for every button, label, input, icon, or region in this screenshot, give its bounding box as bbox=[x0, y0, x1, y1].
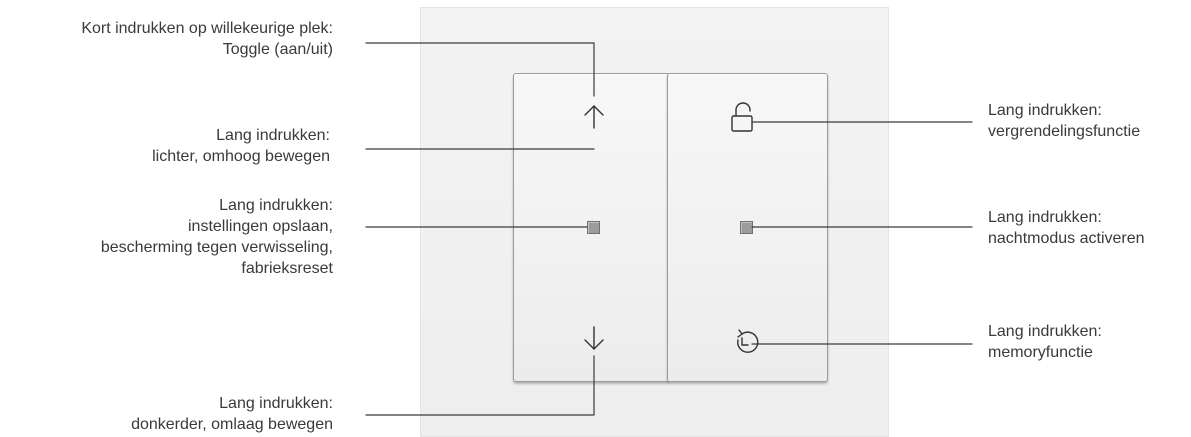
memory-clock-icon bbox=[737, 329, 759, 353]
led-indicator-left bbox=[587, 221, 600, 234]
label-toggle-line-2: Toggle (aan/uit) bbox=[222, 41, 333, 58]
label-night: Lang indrukken: nachtmodus activeren bbox=[988, 207, 1145, 249]
label-save-line-2: instellingen opslaan, bbox=[188, 218, 333, 235]
padlock-icon bbox=[731, 102, 753, 132]
label-down-line-1: Lang indrukken: bbox=[219, 395, 333, 412]
label-up-line-1: Lang indrukken: bbox=[216, 127, 330, 144]
label-lock: Lang indrukken: vergrendelingsfunctie bbox=[988, 100, 1140, 142]
label-save-line-1: Lang indrukken: bbox=[219, 197, 333, 214]
label-lock-line-2: vergrendelingsfunctie bbox=[988, 123, 1141, 140]
label-memory-line-2: memoryfunctie bbox=[988, 344, 1093, 361]
label-up: Lang indrukken: lichter, omhoog bewegen bbox=[152, 125, 330, 167]
label-memory: Lang indrukken: memoryfunctie bbox=[988, 321, 1102, 363]
arrow-down-icon bbox=[584, 326, 604, 350]
label-toggle: Kort indrukken op willekeurige plek: Tog… bbox=[81, 18, 333, 60]
label-lock-line-1: Lang indrukken: bbox=[988, 102, 1102, 119]
label-night-line-1: Lang indrukken: bbox=[988, 209, 1102, 226]
label-memory-line-1: Lang indrukken: bbox=[988, 323, 1102, 340]
label-down-line-2: donkerder, omlaag bewegen bbox=[131, 416, 333, 433]
leader-down bbox=[365, 355, 595, 416]
arrow-up-icon bbox=[584, 105, 604, 129]
label-save-line-3: bescherming tegen verwisseling, bbox=[100, 239, 333, 256]
label-toggle-line-1: Kort indrukken op willekeurige plek: bbox=[81, 20, 333, 37]
label-down: Lang indrukken: donkerder, omlaag bewege… bbox=[131, 393, 333, 435]
label-up-line-2: lichter, omhoog bewegen bbox=[152, 148, 330, 165]
label-save: Lang indrukken: instellingen opslaan, be… bbox=[101, 195, 333, 279]
label-night-line-2: nachtmodus activeren bbox=[988, 230, 1145, 247]
leader-toggle bbox=[365, 42, 595, 97]
label-save-line-4: fabrieksreset bbox=[241, 260, 333, 277]
